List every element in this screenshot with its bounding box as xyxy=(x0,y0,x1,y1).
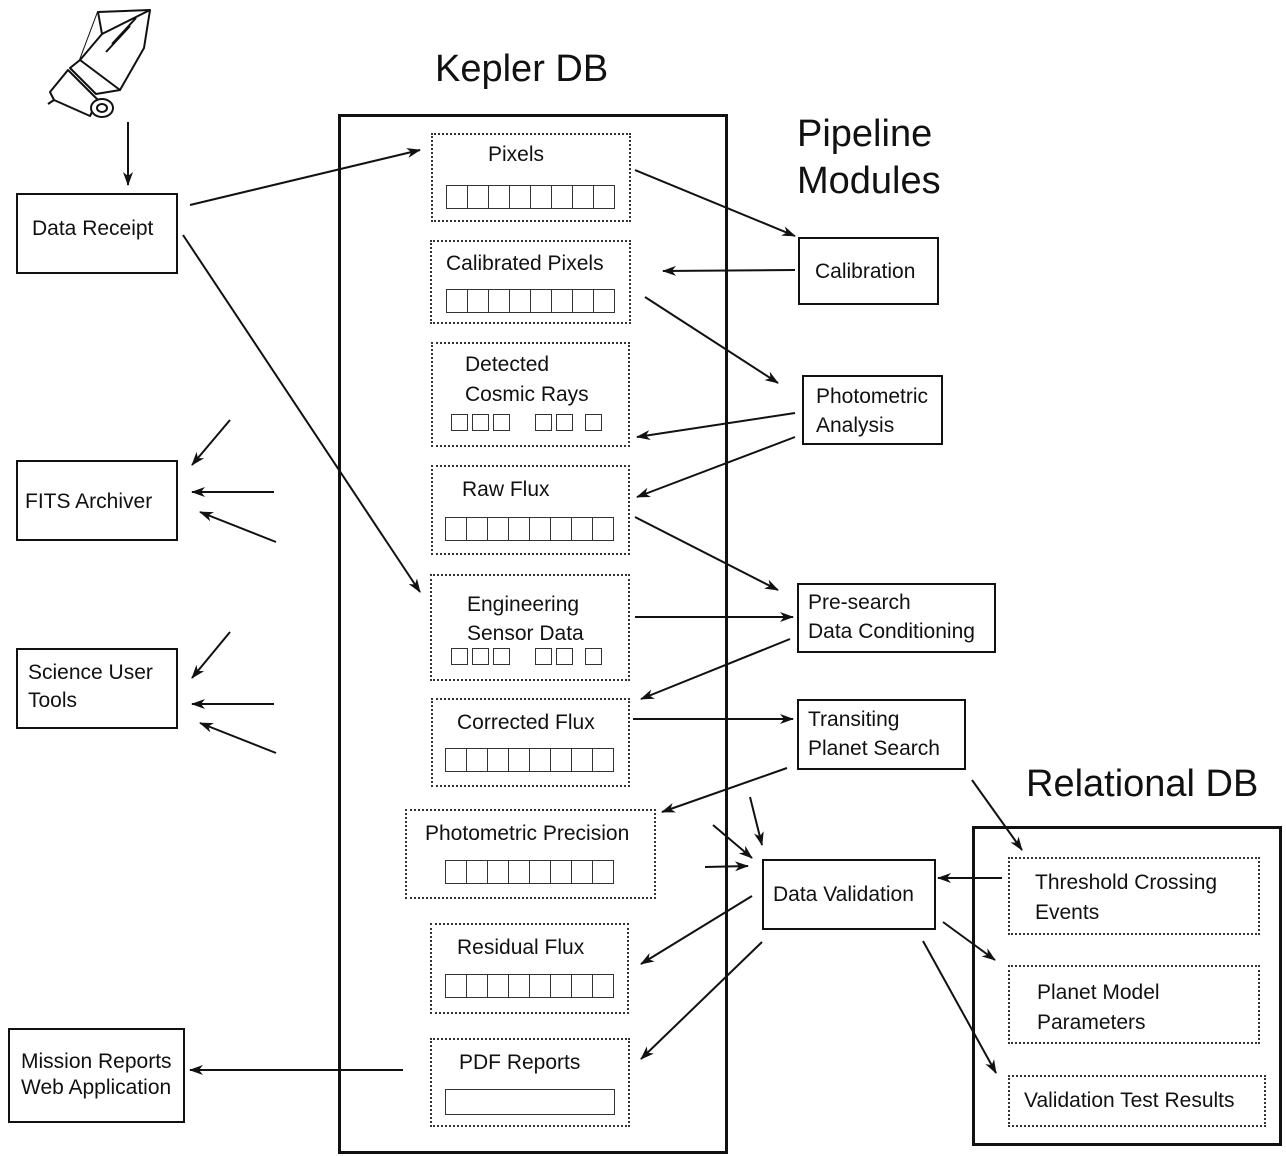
cosmic-rays-label-line1: Detected xyxy=(465,353,550,376)
arrow-into-dv-1 xyxy=(749,796,764,846)
fits-archiver-box[interactable]: FITS Archiver xyxy=(16,460,178,541)
arrow-dv-to-pdf xyxy=(640,941,763,1060)
arrow-photometric-to-cosmic xyxy=(636,412,796,440)
kepler-db-container xyxy=(338,114,728,1154)
validation-test-results-label: Validation Test Results xyxy=(1024,1089,1235,1112)
photometric-analysis-label-line2: Analysis xyxy=(816,414,895,437)
engineering-label-line1: Engineering xyxy=(467,593,580,616)
pipeline-modules-title-line2: Modules xyxy=(797,160,941,202)
planet-model-parameters-item[interactable]: Planet Model Parameters xyxy=(1008,965,1260,1044)
data-validation-module[interactable]: Data Validation xyxy=(762,859,936,930)
arrow-rawflux-to-presearch xyxy=(634,516,779,591)
arrow-pixels-to-calibration xyxy=(634,169,796,237)
arrow-dv-to-validation-results xyxy=(922,940,997,1074)
arrow-receipt-to-engineering xyxy=(182,234,421,593)
arrow-calibration-to-calpixels xyxy=(662,265,796,276)
validation-test-results-item[interactable]: Validation Test Results xyxy=(1008,1075,1266,1127)
pdf-reports-item[interactable]: PDF Reports xyxy=(430,1038,630,1127)
pixels-cells xyxy=(446,185,615,209)
tps-label-line2: Planet Search xyxy=(808,737,940,760)
arrow-dv-to-residual xyxy=(640,895,753,965)
calibrated-pixels-label: Calibrated Pixels xyxy=(446,252,604,275)
arrow-tps-to-precision xyxy=(661,767,788,813)
mission-reports-box[interactable]: Mission Reports Web Application xyxy=(8,1028,185,1123)
mission-reports-label-line1: Mission Reports xyxy=(21,1050,172,1073)
cosmic-rays-label-line2: Cosmic Rays xyxy=(465,383,589,406)
science-user-tools-box[interactable]: Science User Tools xyxy=(16,648,178,729)
kepler-spacecraft-icon xyxy=(47,9,151,118)
arrow-dv-to-planet-model xyxy=(942,921,996,961)
pixels-label: Pixels xyxy=(488,143,545,166)
relational-db-title: Relational DB xyxy=(1026,763,1259,805)
transiting-planet-search-module[interactable]: Transiting Planet Search xyxy=(797,699,966,770)
presearch-label-line1: Pre-search xyxy=(808,591,911,614)
raw-flux-item[interactable]: Raw Flux xyxy=(431,465,630,555)
data-receipt-box[interactable]: Data Receipt xyxy=(16,193,178,274)
arrow-sut-1 xyxy=(191,631,231,679)
presearch-data-conditioning-module[interactable]: Pre-search Data Conditioning xyxy=(797,583,996,653)
engineering-sensor-data-item[interactable]: Engineering Sensor Data xyxy=(430,574,630,681)
photometric-precision-cells xyxy=(445,860,614,884)
engineering-label-line2: Sensor Data xyxy=(467,622,584,645)
residual-flux-label: Residual Flux xyxy=(457,936,585,959)
planet-model-label-line1: Planet Model xyxy=(1037,981,1160,1004)
calibrated-pixels-cells xyxy=(446,289,615,313)
relational-db-container xyxy=(972,826,1282,1146)
threshold-crossing-events-item[interactable]: Threshold Crossing Events xyxy=(1008,857,1260,935)
raw-flux-label: Raw Flux xyxy=(462,478,550,501)
tps-label-line1: Transiting xyxy=(808,708,900,731)
calibration-module[interactable]: Calibration xyxy=(798,237,939,305)
science-user-tools-label-line2: Tools xyxy=(28,689,78,712)
arrow-fits-3 xyxy=(199,511,277,543)
mission-reports-label-line2: Web Application xyxy=(21,1076,172,1099)
pdf-reports-label: PDF Reports xyxy=(459,1051,581,1074)
photometric-precision-item[interactable]: Photometric Precision xyxy=(405,809,656,899)
arrow-fits-1 xyxy=(191,419,231,466)
arrow-calpixels-to-photometric xyxy=(644,296,779,384)
tce-label-line2: Events xyxy=(1035,901,1100,924)
engineering-cells xyxy=(451,648,606,665)
cosmic-rays-item[interactable]: Detected Cosmic Rays xyxy=(431,342,630,447)
photometric-analysis-label-line1: Photometric xyxy=(816,385,929,408)
pipeline-modules-title-line1: Pipeline xyxy=(797,113,933,155)
pixels-item[interactable]: Pixels xyxy=(431,133,631,222)
corrected-flux-cells xyxy=(445,748,614,772)
science-user-tools-label-line1: Science User xyxy=(28,661,153,684)
corrected-flux-item[interactable]: Corrected Flux xyxy=(431,698,630,787)
residual-flux-item[interactable]: Residual Flux xyxy=(430,923,629,1014)
arrow-into-dv-2 xyxy=(712,824,753,859)
calibration-label: Calibration xyxy=(815,260,916,283)
tce-label-line1: Threshold Crossing xyxy=(1035,871,1218,894)
pdf-reports-bar xyxy=(445,1089,615,1115)
corrected-flux-label: Corrected Flux xyxy=(457,711,595,734)
photometric-precision-label: Photometric Precision xyxy=(425,822,630,845)
photometric-analysis-module[interactable]: Photometric Analysis xyxy=(802,375,943,445)
arrow-receipt-to-pixels xyxy=(189,148,421,206)
planet-model-label-line2: Parameters xyxy=(1037,1011,1146,1034)
arrow-photometric-to-rawflux xyxy=(636,436,796,498)
data-validation-label: Data Validation xyxy=(773,883,914,906)
data-receipt-label: Data Receipt xyxy=(32,217,154,240)
kepler-db-title: Kepler DB xyxy=(435,48,609,90)
raw-flux-cells xyxy=(445,517,614,541)
arrow-presearch-to-corrected xyxy=(640,638,791,700)
fits-archiver-label: FITS Archiver xyxy=(25,490,153,513)
cosmic-rays-cells xyxy=(451,414,606,431)
arrow-tps-to-tce xyxy=(971,779,1023,851)
arrow-sut-3 xyxy=(199,722,277,754)
residual-flux-cells xyxy=(445,974,614,998)
calibrated-pixels-item[interactable]: Calibrated Pixels xyxy=(430,240,631,324)
presearch-label-line2: Data Conditioning xyxy=(808,620,975,643)
